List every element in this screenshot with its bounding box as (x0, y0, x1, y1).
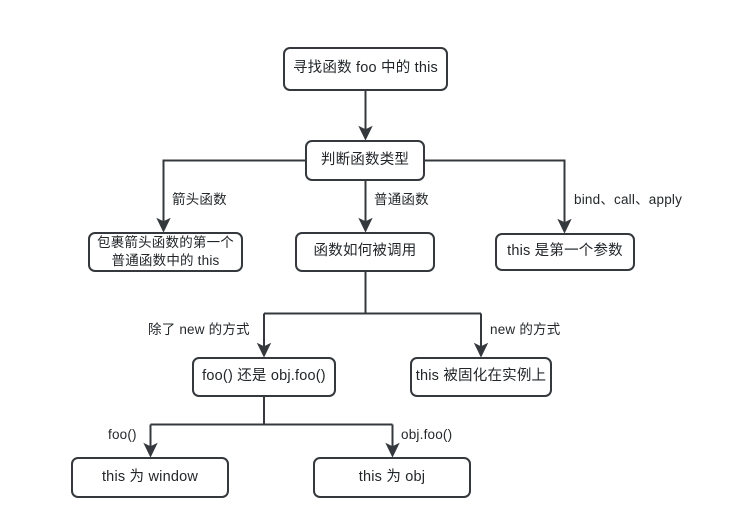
node-foo-or-objfoo[interactable]: foo() 还是 obj.foo() (192, 357, 336, 397)
node-arrow-function-result-label: 包裹箭头函数的第一个 普通函数中的 this (97, 234, 234, 268)
edge-label-new-way: new 的方式 (490, 322, 561, 337)
node-judge-function-type-label: 判断函数类型 (320, 151, 410, 168)
node-how-function-called[interactable]: 函数如何被调用 (295, 232, 435, 272)
edge-label-bind-call-apply: bind、call、apply (574, 192, 683, 207)
node-this-is-obj-label: this 为 obj (358, 468, 426, 485)
node-judge-function-type[interactable]: 判断函数类型 (305, 140, 425, 181)
edge-label-except-new: 除了 new 的方式 (148, 322, 250, 337)
edge-label-normal-function: 普通函数 (374, 192, 429, 207)
edge-label-foo-call: foo() (108, 427, 137, 442)
node-how-function-called-label: 函数如何被调用 (313, 243, 417, 260)
node-this-fixed-to-instance-label: this 被固化在实例上 (415, 368, 547, 385)
edge-label-objfoo-call: obj.foo() (401, 427, 453, 442)
node-start[interactable]: 寻找函数 foo 中的 this (283, 47, 448, 91)
node-this-is-window[interactable]: this 为 window (71, 457, 229, 498)
node-this-is-window-label: this 为 window (101, 468, 199, 485)
node-this-first-argument-label: this 是第一个参数 (507, 243, 623, 260)
edge-label-arrow-function: 箭头函数 (172, 192, 227, 207)
node-this-is-obj[interactable]: this 为 obj (313, 457, 471, 498)
node-this-first-argument[interactable]: this 是第一个参数 (495, 233, 635, 271)
node-foo-or-objfoo-label: foo() 还是 obj.foo() (202, 368, 326, 385)
edge-judge-to-first-arg (425, 159, 572, 234)
node-this-fixed-to-instance[interactable]: this 被固化在实例上 (410, 357, 552, 397)
node-start-label: 寻找函数 foo 中的 this (292, 60, 438, 77)
node-arrow-function-result[interactable]: 包裹箭头函数的第一个 普通函数中的 this (88, 232, 243, 272)
